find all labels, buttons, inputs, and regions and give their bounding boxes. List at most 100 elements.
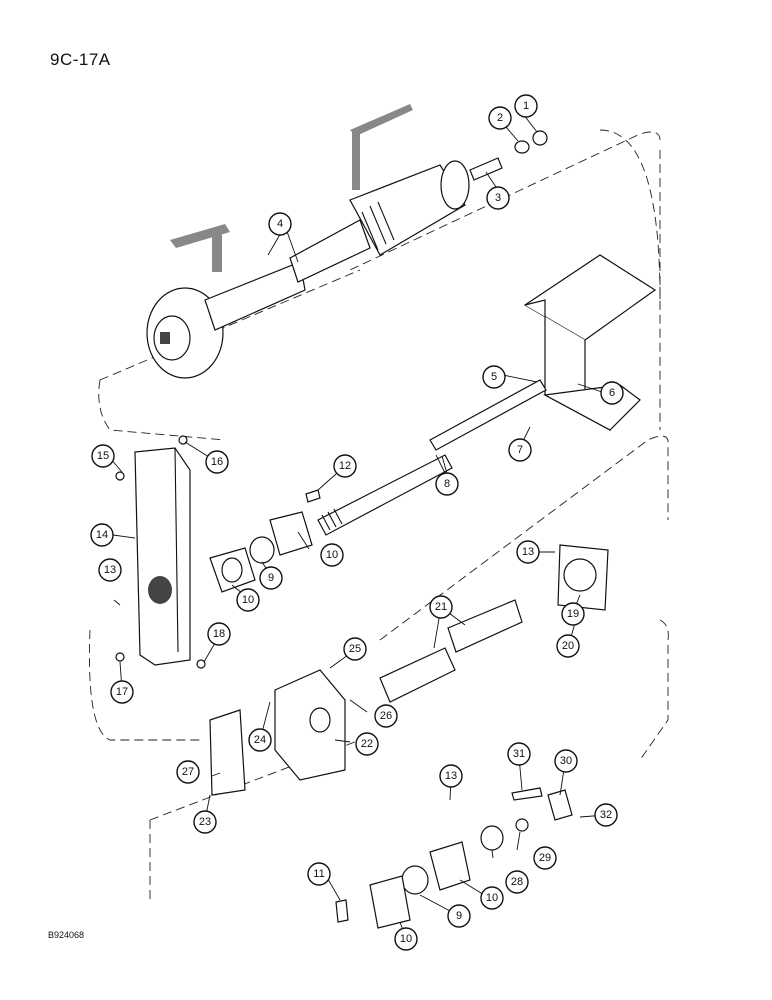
svg-text:2: 2 xyxy=(497,112,503,124)
callout-13: 13 xyxy=(516,540,540,564)
svg-text:13: 13 xyxy=(104,564,116,576)
bearing-housing-19-bore xyxy=(563,558,597,592)
svg-text:13: 13 xyxy=(445,770,457,782)
svg-text:4: 4 xyxy=(277,218,283,230)
hub-bore xyxy=(160,332,170,344)
callout-12: 12 xyxy=(333,454,357,478)
callout-4: 4 xyxy=(268,212,292,236)
svg-text:20: 20 xyxy=(562,640,574,652)
bolt-3 xyxy=(469,157,503,181)
callout-11: 11 xyxy=(307,862,331,886)
tube-21-lower xyxy=(379,647,456,703)
callout-25: 25 xyxy=(343,637,367,661)
svg-text:1: 1 xyxy=(523,100,529,112)
svg-text:7: 7 xyxy=(517,444,523,456)
bolt-11 xyxy=(335,899,349,923)
shaft-tube-inner xyxy=(204,261,306,331)
svg-text:26: 26 xyxy=(380,710,392,722)
callout-8: 8 xyxy=(435,472,459,496)
plate-14-bend xyxy=(174,447,179,653)
page-code: 9C-17A xyxy=(50,50,111,69)
nut-1 xyxy=(532,130,548,146)
svg-text:11: 11 xyxy=(313,868,324,880)
svg-text:6: 6 xyxy=(609,387,615,399)
shaft-tube-outer xyxy=(289,219,371,283)
svg-text:31: 31 xyxy=(513,748,525,760)
figure-code: B924068 xyxy=(48,930,85,940)
svg-text:5: 5 xyxy=(491,371,497,383)
callout-20: 20 xyxy=(556,634,580,658)
plate-14-hole xyxy=(148,576,172,604)
svg-text:3: 3 xyxy=(495,192,501,204)
callout-3: 3 xyxy=(486,186,510,210)
group-outline-top xyxy=(349,131,661,300)
svg-text:32: 32 xyxy=(600,809,612,821)
svg-text:16: 16 xyxy=(211,456,223,468)
bearing-30 xyxy=(547,789,573,821)
callout-5: 5 xyxy=(482,365,506,389)
leader-lines xyxy=(109,109,607,940)
callout-10: 10 xyxy=(394,927,418,951)
svg-text:9: 9 xyxy=(456,910,462,922)
callout-9: 9 xyxy=(259,566,283,590)
callout-30: 30 xyxy=(554,749,578,773)
callout-27: 27 xyxy=(176,760,200,784)
flange-10-lower-left xyxy=(369,875,411,929)
bolt-15 xyxy=(115,471,125,481)
svg-text:14: 14 xyxy=(96,529,108,541)
callout-10: 10 xyxy=(320,543,344,567)
callout-29: 29 xyxy=(533,846,557,870)
bolt-31 xyxy=(511,787,543,801)
bracket-22-hole xyxy=(309,707,331,733)
callout-31: 31 xyxy=(507,742,531,766)
nut-18 xyxy=(196,659,206,669)
bearing-28 xyxy=(480,825,504,851)
drive-shaft-assembly xyxy=(146,160,470,379)
callout-6: 6 xyxy=(600,381,624,405)
callout-17: 17 xyxy=(110,680,134,704)
callout-21: 21 xyxy=(429,595,453,619)
bolt-12 xyxy=(305,489,321,503)
yoke-hub xyxy=(153,315,191,361)
svg-text:23: 23 xyxy=(199,816,211,828)
callout-23: 23 xyxy=(193,810,217,834)
callout-24: 24 xyxy=(248,728,272,752)
callout-32: 32 xyxy=(594,803,618,827)
svg-text:18: 18 xyxy=(213,628,225,640)
flange-10-lower-right xyxy=(429,841,471,891)
svg-text:22: 22 xyxy=(361,738,373,750)
tube-21-upper xyxy=(447,599,523,653)
svg-text:15: 15 xyxy=(97,450,109,462)
bearing-9-lower xyxy=(401,865,429,895)
bracket-22 xyxy=(274,669,346,781)
svg-text:27: 27 xyxy=(182,766,194,778)
shaft-8-lower xyxy=(317,454,453,536)
flange-10-left-hole xyxy=(221,557,243,583)
callout-22: 22 xyxy=(355,732,379,756)
svg-text:29: 29 xyxy=(539,852,551,864)
callout-15: 15 xyxy=(91,444,115,468)
callout-18: 18 xyxy=(207,622,231,646)
callout-2: 2 xyxy=(488,106,512,130)
svg-text:10: 10 xyxy=(486,892,498,904)
callout-1: 1 xyxy=(514,94,538,118)
callout-13: 13 xyxy=(439,764,463,788)
cv-joint-ribs xyxy=(361,201,395,251)
flange-10-right xyxy=(269,511,313,556)
bolt-17 xyxy=(115,652,125,662)
callout-16: 16 xyxy=(205,450,229,474)
svg-text:8: 8 xyxy=(444,478,450,490)
callout-14: 14 xyxy=(90,523,114,547)
svg-text:17: 17 xyxy=(116,686,128,698)
callout-28: 28 xyxy=(505,870,529,894)
washer-29 xyxy=(515,818,529,832)
callout-7: 7 xyxy=(508,438,532,462)
svg-text:25: 25 xyxy=(349,643,361,655)
cv-joint-face xyxy=(440,160,470,210)
speckle-mark xyxy=(170,104,413,272)
washer-2 xyxy=(514,140,530,154)
svg-text:28: 28 xyxy=(511,876,523,888)
group-outline-middle xyxy=(88,435,669,741)
callout-19: 19 xyxy=(561,602,585,626)
